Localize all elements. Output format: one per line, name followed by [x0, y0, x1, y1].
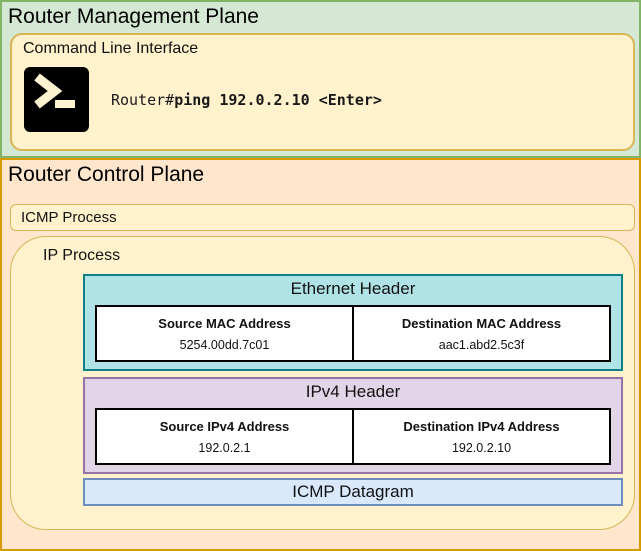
- ethernet-header-box: Ethernet Header Source MAC Address 5254.…: [83, 274, 623, 371]
- source-ipv4-label: Source IPv4 Address: [159, 418, 290, 434]
- icmp-datagram-box: ICMP Datagram: [83, 478, 623, 506]
- destination-ipv4-value: 192.0.2.10: [451, 440, 512, 455]
- destination-mac-label: Destination MAC Address: [401, 315, 562, 331]
- destination-ipv4-label: Destination IPv4 Address: [403, 418, 560, 434]
- control-plane-title: Router Control Plane: [8, 163, 205, 186]
- ip-process-label: IP Process: [43, 247, 121, 264]
- cli-prompt: Router#: [111, 90, 175, 109]
- ipv4-header-box: IPv4 Header Source IPv4 Address 192.0.2.…: [83, 377, 623, 474]
- source-mac-value: 5254.00dd.7c01: [179, 337, 270, 352]
- terminal-icon: [24, 67, 89, 132]
- ethernet-header-cells: Source MAC Address 5254.00dd.7c01 Destin…: [95, 305, 611, 362]
- packet-stack: Ethernet Header Source MAC Address 5254.…: [83, 274, 623, 506]
- destination-ipv4-cell: Destination IPv4 Address 192.0.2.10: [352, 408, 611, 465]
- cli-box: Command Line Interface Router#ping 192.0…: [10, 33, 635, 151]
- destination-mac-cell: Destination MAC Address aac1.abd2.5c3f: [352, 305, 611, 362]
- source-mac-cell: Source MAC Address 5254.00dd.7c01: [95, 305, 354, 362]
- cli-title: Command Line Interface: [23, 40, 199, 57]
- ip-process-box: IP Process Ethernet Header Source MAC Ad…: [10, 236, 635, 530]
- source-ipv4-cell: Source IPv4 Address 192.0.2.1: [95, 408, 354, 465]
- ethernet-header-title: Ethernet Header: [290, 279, 416, 298]
- management-plane-title: Router Management Plane: [8, 5, 259, 28]
- source-ipv4-value: 192.0.2.1: [198, 440, 251, 455]
- destination-mac-value: aac1.abd2.5c3f: [438, 337, 525, 352]
- cli-command: Router#ping 192.0.2.10 <Enter>: [111, 91, 382, 109]
- ipv4-header-cells: Source IPv4 Address 192.0.2.1 Destinatio…: [95, 408, 611, 465]
- cli-row: Router#ping 192.0.2.10 <Enter>: [24, 67, 621, 132]
- management-plane: Router Management Plane Command Line Int…: [0, 0, 641, 158]
- control-plane: Router Control Plane ICMP Process IP Pro…: [0, 158, 641, 551]
- source-mac-label: Source MAC Address: [158, 315, 291, 331]
- icmp-process-bar: ICMP Process: [10, 204, 635, 231]
- ipv4-header-title: IPv4 Header: [305, 382, 401, 401]
- cli-command-text: ping 192.0.2.10 <Enter>: [174, 90, 382, 109]
